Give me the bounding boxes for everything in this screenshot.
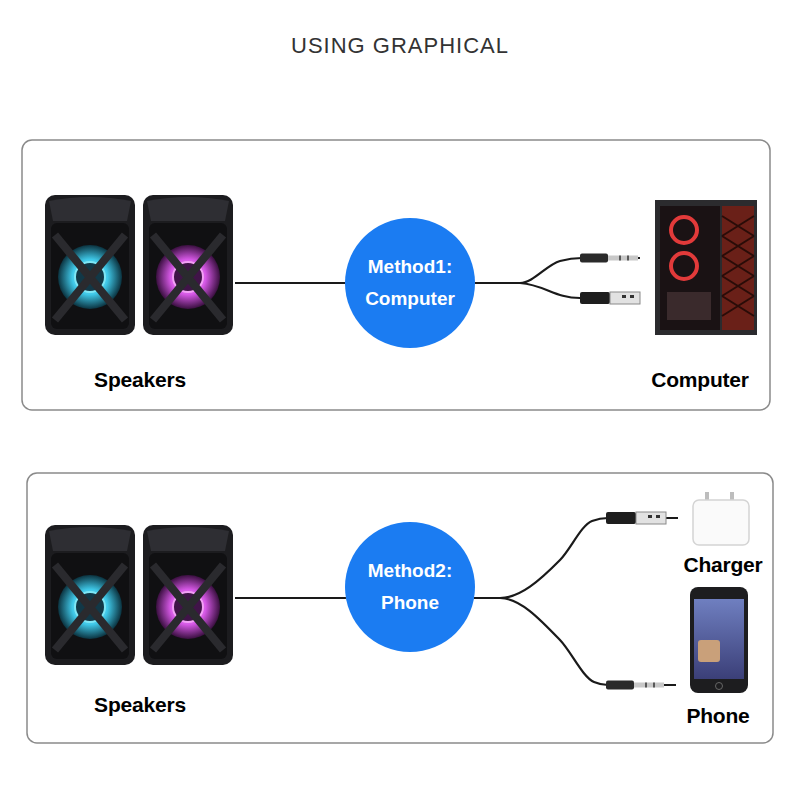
cable-connector <box>235 282 345 284</box>
usb-plug <box>606 512 666 524</box>
method-circle: Method1: Computer <box>345 218 475 348</box>
cable-branch <box>520 283 580 298</box>
phone-button <box>716 683 723 690</box>
node-text: Speakers <box>94 368 186 392</box>
phone-screen <box>694 599 744 679</box>
diagram-title: USING GRAPHICAL <box>0 33 800 59</box>
aux-plug <box>606 681 664 690</box>
speaker-illustration <box>143 525 233 665</box>
computer-fan <box>671 217 697 243</box>
computer-front-mesh <box>722 216 754 316</box>
method-circle: Method2: Phone <box>345 522 475 652</box>
usb-plug <box>580 292 640 304</box>
computer-part <box>667 292 711 320</box>
cable-connector <box>474 598 676 685</box>
node-text: Computer <box>651 368 749 392</box>
phone-illustration <box>690 587 748 693</box>
node-text: Phone <box>686 704 749 728</box>
speaker-illustration <box>143 195 233 335</box>
node-text: Charger <box>683 553 762 577</box>
computer-case <box>655 200 757 335</box>
speaker-illustration <box>45 195 135 335</box>
cable-connector <box>235 597 346 599</box>
cable-connector <box>475 258 640 283</box>
phone-screen-art <box>698 640 720 662</box>
charger-illustration <box>693 500 749 545</box>
speaker-label-box: Speakers <box>45 195 235 392</box>
cable-connector <box>474 518 678 598</box>
computer-window <box>660 206 720 330</box>
speaker-illustration <box>45 525 135 665</box>
aux-plug <box>580 254 638 263</box>
computer-fan <box>671 253 697 279</box>
panel-frame <box>22 140 770 410</box>
panel-frame <box>27 473 773 743</box>
node-text: Method2: Phone <box>354 555 466 620</box>
computer-front-mesh <box>722 206 754 330</box>
node-text: Speakers <box>94 693 186 717</box>
device-label-box: Computer <box>640 200 760 392</box>
speaker-label-box: Speakers <box>45 525 235 717</box>
device-label-box: Charger <box>678 495 768 577</box>
node-text: Method1: Computer <box>354 251 466 316</box>
device-label-box: Phone <box>676 585 760 728</box>
